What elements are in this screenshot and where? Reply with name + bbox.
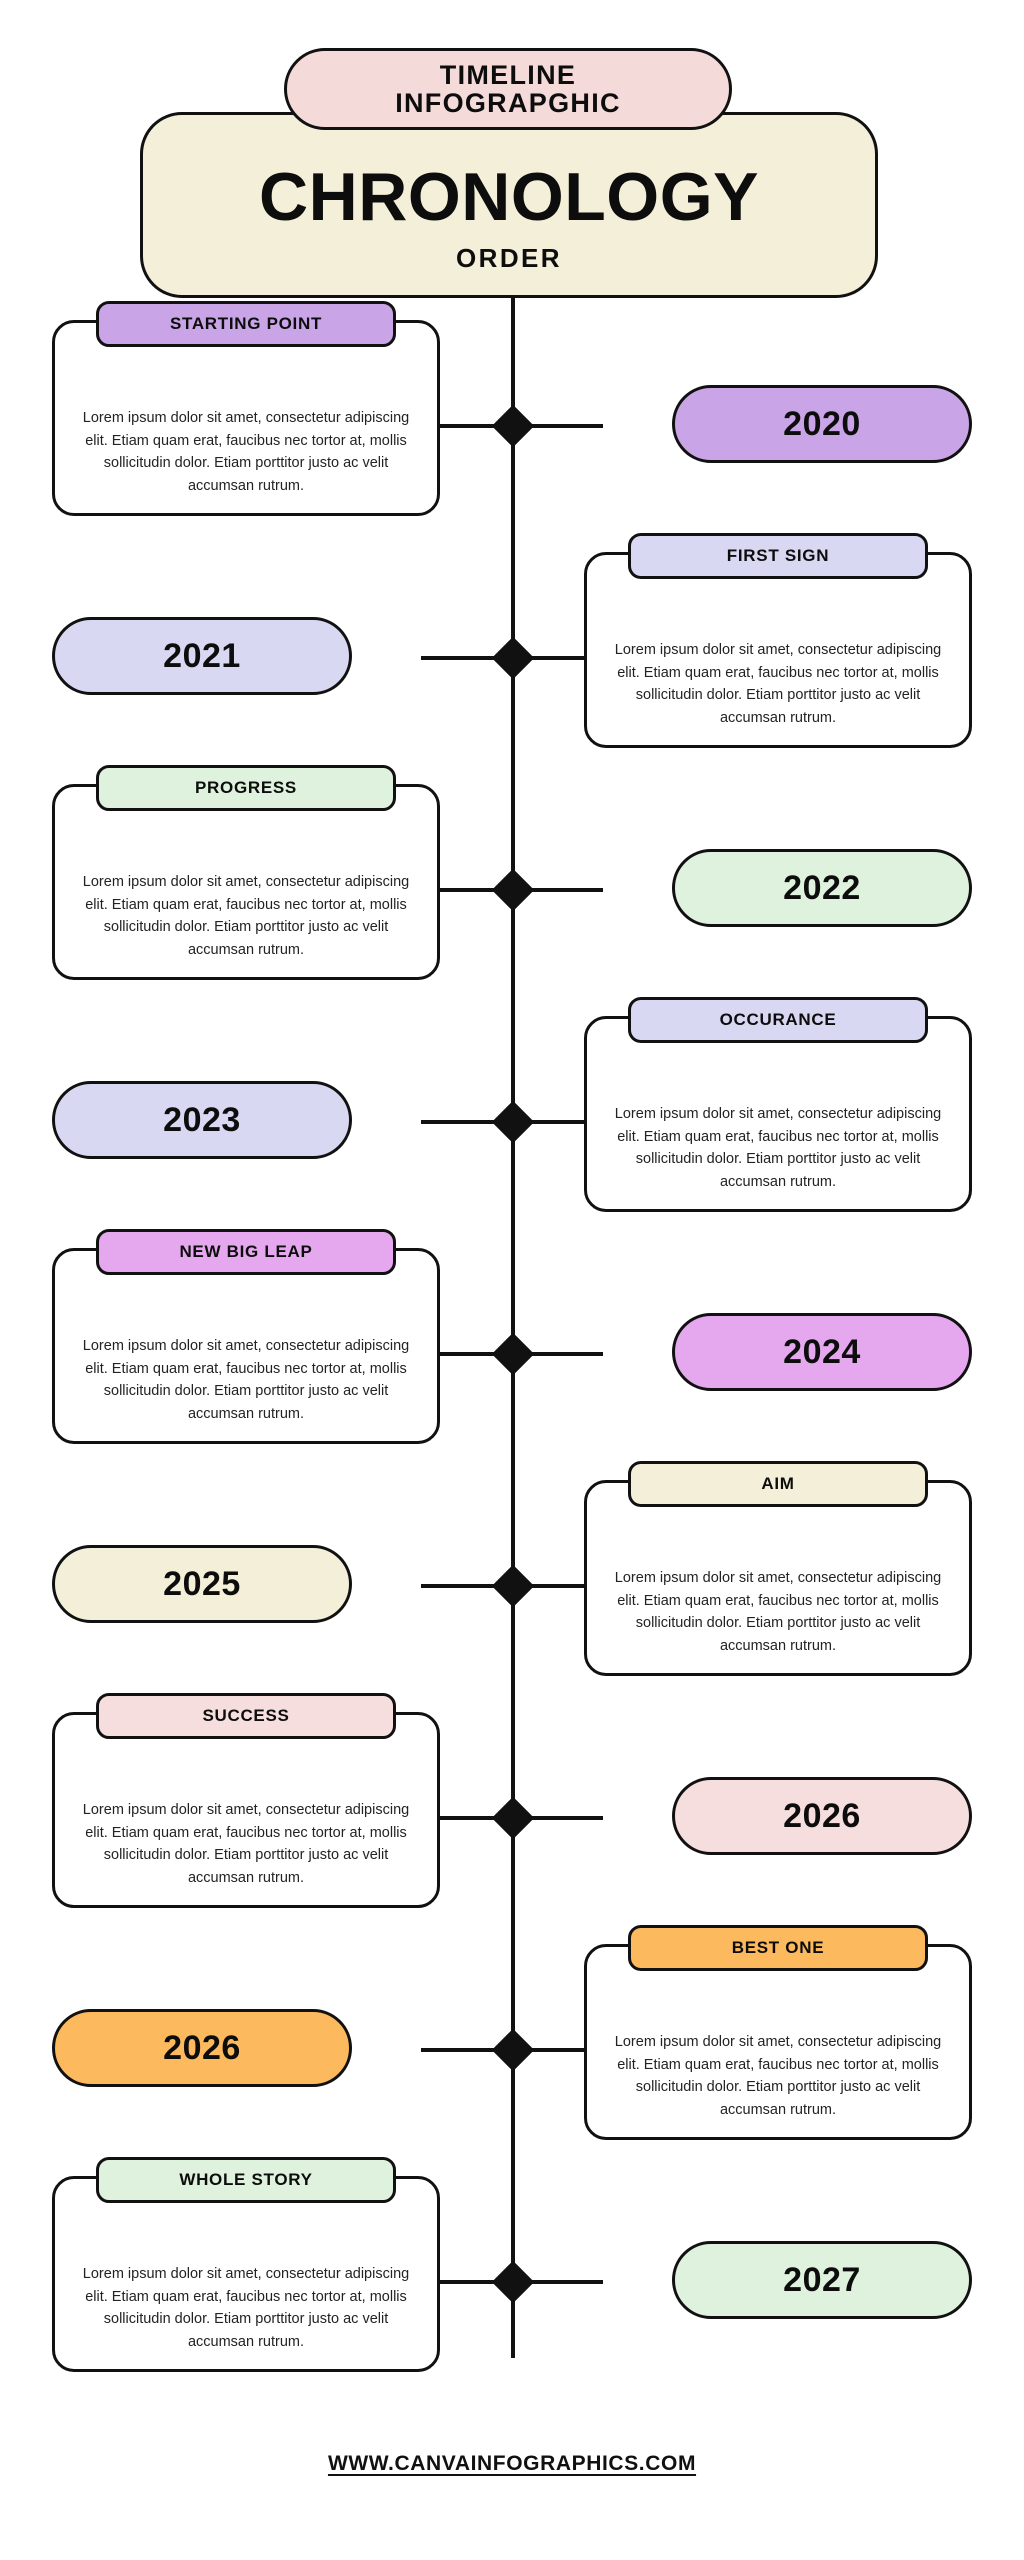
year-pill[interactable]: 2026 [52, 2009, 352, 2087]
milestone-label-chip[interactable]: SUCCESS [96, 1693, 396, 1739]
milestone-body-text: Lorem ipsum dolor sit amet, consectetur … [82, 874, 410, 958]
milestone-label-chip[interactable]: NEW BIG LEAP [96, 1229, 396, 1275]
diamond-node-icon [491, 1332, 535, 1376]
diamond-node-icon [491, 1796, 535, 1840]
description-card: NEW BIG LEAP Lorem ipsum dolor sit amet, … [52, 1229, 440, 1444]
year-pill[interactable]: 2021 [52, 617, 352, 695]
year-pill[interactable]: 2022 [672, 849, 972, 927]
connector-right [513, 424, 603, 428]
connector-left [421, 656, 511, 660]
page-subtitle: ORDER [456, 242, 562, 273]
connector-right [513, 656, 603, 660]
footer: WWW.CANVAINFOGRAPHICS.COM [0, 2452, 1024, 2476]
diamond-node-icon [491, 868, 535, 912]
year-pill[interactable]: 2027 [672, 2241, 972, 2319]
milestone-label-chip[interactable]: PROGRESS [96, 765, 396, 811]
milestone-body-text: Lorem ipsum dolor sit amet, consectetur … [82, 2266, 410, 2350]
milestone-body-text: Lorem ipsum dolor sit amet, consectetur … [614, 1570, 942, 1654]
timeline-row: AIM Lorem ipsum dolor sit amet, consectet… [0, 1461, 1024, 1702]
connector-right [513, 2280, 603, 2284]
timeline-row: SUCCESS Lorem ipsum dolor sit amet, conse… [0, 1693, 1024, 1934]
year-pill[interactable]: 2023 [52, 1081, 352, 1159]
connector-left [421, 424, 511, 428]
description-card: PROGRESS Lorem ipsum dolor sit amet, cons… [52, 765, 440, 980]
diamond-node-icon [491, 1564, 535, 1608]
description-card: FIRST SIGN Lorem ipsum dolor sit amet, co… [584, 533, 972, 748]
milestone-label-chip[interactable]: STARTING POINT [96, 301, 396, 347]
connector-right [513, 1352, 603, 1356]
timeline-row: NEW BIG LEAP Lorem ipsum dolor sit amet, … [0, 1229, 1024, 1470]
milestone-label-chip[interactable]: OCCURANCE [628, 997, 928, 1043]
diamond-node-icon [491, 1100, 535, 1144]
description-card: AIM Lorem ipsum dolor sit amet, consectet… [584, 1461, 972, 1676]
milestone-body-text: Lorem ipsum dolor sit amet, consectetur … [614, 1106, 942, 1190]
milestone-label-chip[interactable]: AIM [628, 1461, 928, 1507]
milestone-body-text: Lorem ipsum dolor sit amet, consectetur … [82, 410, 410, 494]
timeline-row: BEST ONE Lorem ipsum dolor sit amet, cons… [0, 1925, 1024, 2166]
description-card: OCCURANCE Lorem ipsum dolor sit amet, con… [584, 997, 972, 1212]
timeline-rows: STARTING POINT Lorem ipsum dolor sit amet… [0, 301, 1024, 2398]
diamond-node-icon [491, 636, 535, 680]
diamond-node-icon [491, 2028, 535, 2072]
year-pill[interactable]: 2025 [52, 1545, 352, 1623]
timeline-row: FIRST SIGN Lorem ipsum dolor sit amet, co… [0, 533, 1024, 774]
header: TIMELINE INFOGRAPGHIC CHRONOLOGY ORDER [0, 0, 1024, 310]
timeline-row: WHOLE STORY Lorem ipsum dolor sit amet, c… [0, 2157, 1024, 2398]
milestone-label-chip[interactable]: WHOLE STORY [96, 2157, 396, 2203]
milestone-label-chip[interactable]: FIRST SIGN [628, 533, 928, 579]
connector-right [513, 1584, 603, 1588]
milestone-body-text: Lorem ipsum dolor sit amet, consectetur … [614, 642, 942, 726]
timeline-infographic-badge: TIMELINE INFOGRAPGHIC [284, 48, 732, 130]
description-card: BEST ONE Lorem ipsum dolor sit amet, cons… [584, 1925, 972, 2140]
connector-left [421, 2280, 511, 2284]
milestone-body-text: Lorem ipsum dolor sit amet, consectetur … [614, 2034, 942, 2118]
description-card: SUCCESS Lorem ipsum dolor sit amet, conse… [52, 1693, 440, 1908]
milestone-body-text: Lorem ipsum dolor sit amet, consectetur … [82, 1802, 410, 1886]
milestone-body-text: Lorem ipsum dolor sit amet, consectetur … [82, 1338, 410, 1422]
main-title-card: CHRONOLOGY ORDER [140, 112, 878, 298]
badge-line-2: INFOGRAPGHIC [395, 88, 621, 118]
connector-right [513, 888, 603, 892]
timeline-spine [511, 298, 515, 2358]
year-pill[interactable]: 2024 [672, 1313, 972, 1391]
page-title: CHRONOLOGY [259, 158, 759, 235]
connector-right [513, 1120, 603, 1124]
connector-left [421, 2048, 511, 2052]
connector-left [421, 1352, 511, 1356]
diamond-node-icon [491, 2260, 535, 2304]
description-card: WHOLE STORY Lorem ipsum dolor sit amet, c… [52, 2157, 440, 2372]
footer-url[interactable]: WWW.CANVAINFOGRAPHICS.COM [327, 2452, 697, 2475]
badge-line-1: TIMELINE [439, 59, 577, 90]
connector-right [513, 2048, 603, 2052]
year-pill[interactable]: 2026 [672, 1777, 972, 1855]
timeline-row: STARTING POINT Lorem ipsum dolor sit amet… [0, 301, 1024, 542]
year-pill[interactable]: 2020 [672, 385, 972, 463]
milestone-label-chip[interactable]: BEST ONE [628, 1925, 928, 1971]
timeline-row: PROGRESS Lorem ipsum dolor sit amet, cons… [0, 765, 1024, 1006]
connector-left [421, 1584, 511, 1588]
description-card: STARTING POINT Lorem ipsum dolor sit amet… [52, 301, 440, 516]
timeline-row: OCCURANCE Lorem ipsum dolor sit amet, con… [0, 997, 1024, 1238]
connector-left [421, 1816, 511, 1820]
diamond-node-icon [491, 404, 535, 448]
connector-left [421, 1120, 511, 1124]
connector-left [421, 888, 511, 892]
connector-right [513, 1816, 603, 1820]
